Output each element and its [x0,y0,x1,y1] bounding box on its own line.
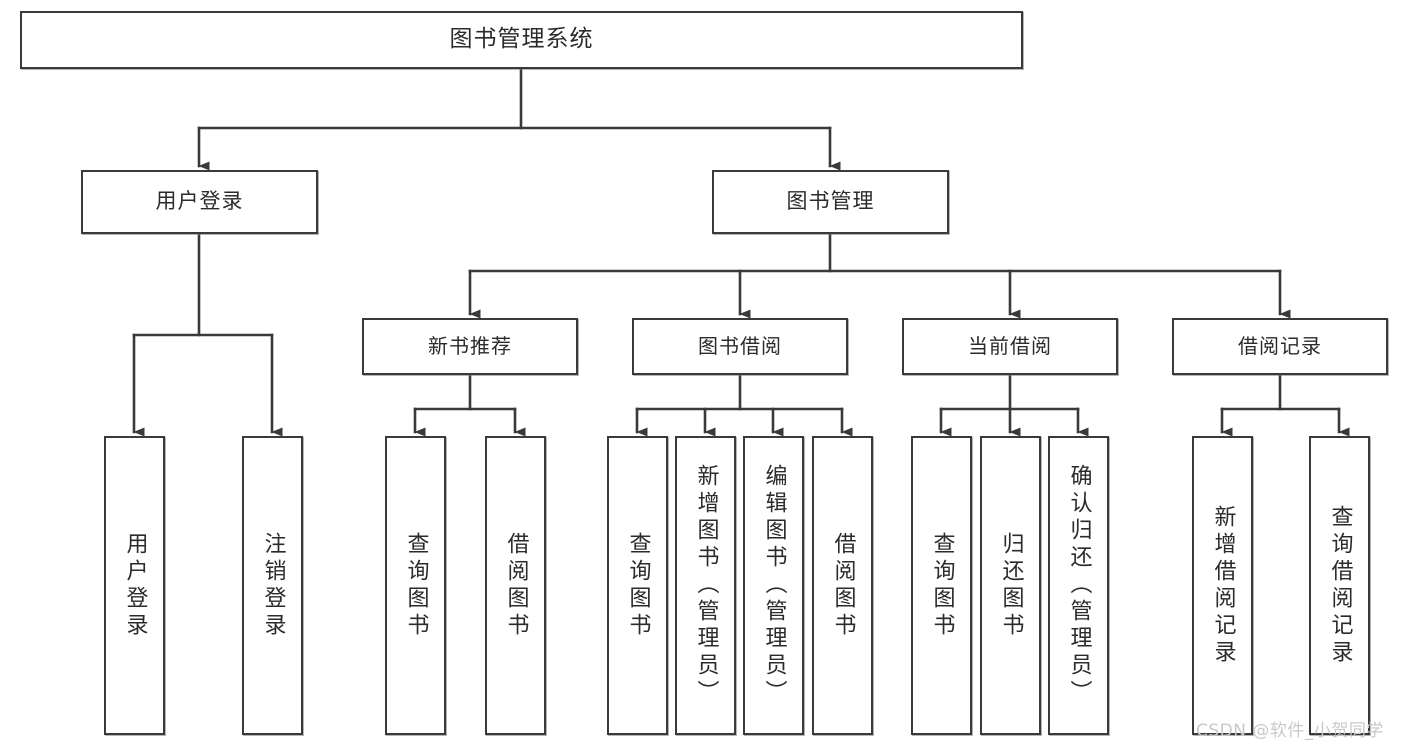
leaf-query-book-current[interactable]: 查询图书 [911,436,972,735]
node-label: 查询图书 [625,531,651,640]
leaf-logout[interactable]: 注销登录 [242,436,303,735]
node-label: 注销登录 [260,531,286,640]
leaf-query-book-new[interactable]: 查询图书 [385,436,446,735]
node-root-library-system[interactable]: 图书管理系统 [20,11,1023,69]
node-label: 查询图书 [403,531,429,640]
node-book-management[interactable]: 图书管理 [712,170,949,234]
node-user-login[interactable]: 用户登录 [81,170,318,234]
leaf-query-borrow-record[interactable]: 查询借阅记录 [1309,436,1370,735]
node-borrow-record[interactable]: 借阅记录 [1172,318,1388,375]
node-label: 确认归还（管理员） [1066,464,1092,707]
leaf-confirm-return-admin[interactable]: 确认归还（管理员） [1048,436,1109,735]
node-label: 新增图书（管理员） [693,464,719,707]
node-label: 归还图书 [998,531,1024,640]
leaf-query-book-borrow[interactable]: 查询图书 [607,436,668,735]
leaf-borrow-book-new[interactable]: 借阅图书 [485,436,546,735]
node-label: 查询图书 [929,531,955,640]
leaf-borrow-book[interactable]: 借阅图书 [812,436,873,735]
node-label: 借阅记录 [1238,334,1322,359]
csdn-watermark: CSDN @软件_小贺同学 [1196,721,1384,741]
node-label: 图书借阅 [698,334,782,359]
node-current-borrow[interactable]: 当前借阅 [902,318,1118,375]
node-label: 当前借阅 [968,334,1052,359]
node-book-borrow[interactable]: 图书借阅 [632,318,848,375]
node-label: 借阅图书 [503,531,529,640]
node-label: 用户登录 [122,531,148,640]
leaf-edit-book-admin[interactable]: 编辑图书（管理员） [743,436,804,735]
leaf-add-book-admin[interactable]: 新增图书（管理员） [675,436,736,735]
node-label: 编辑图书（管理员） [761,464,787,707]
node-label: 借阅图书 [830,531,856,640]
node-new-book-recommend[interactable]: 新书推荐 [362,318,578,375]
leaf-return-book[interactable]: 归还图书 [980,436,1041,735]
node-label: 查询借阅记录 [1327,504,1353,667]
leaf-user-login[interactable]: 用户登录 [104,436,165,735]
node-label: 用户登录 [155,189,244,214]
node-label: 图书管理 [786,189,875,214]
node-label: 新书推荐 [428,334,512,359]
node-label: 图书管理系统 [449,26,594,53]
node-label: 新增借阅记录 [1210,504,1236,667]
leaf-add-borrow-record[interactable]: 新增借阅记录 [1192,436,1253,735]
